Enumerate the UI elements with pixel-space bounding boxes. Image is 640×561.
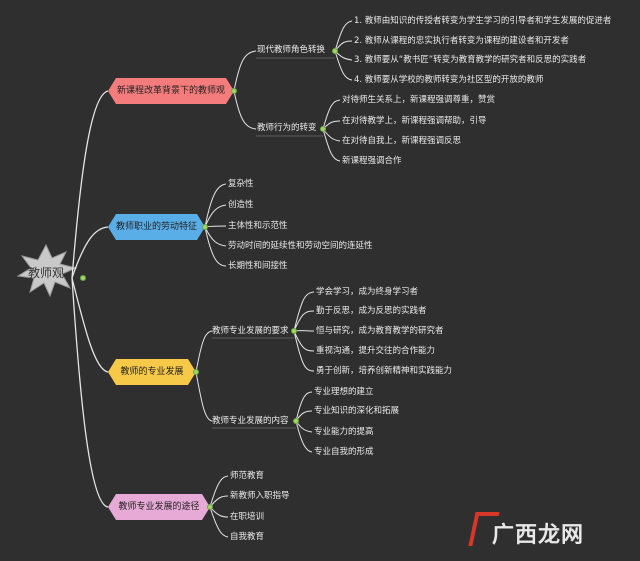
leaf-item[interactable]: 师范教育 [230,471,265,481]
leaf-item[interactable]: 在对待自我上，新课程强调反思 [342,136,462,146]
sub-dot[interactable] [291,328,297,334]
leaf-item[interactable]: 学会学习，成为终身学习者 [316,287,419,297]
leaf-item[interactable]: 勇于创新，培养创新精神和实践能力 [316,366,453,376]
sub-topic-role-change[interactable]: 现代教师角色转换 [257,45,326,55]
branch-development-paths[interactable]: 教师专业发展的途径 [108,494,210,520]
sub-topic-behavior-change[interactable]: 教师行为的转变 [257,123,317,133]
leaf-item[interactable]: 长期性和间接性 [228,261,288,271]
leaf-item[interactable]: 1. 教师由知识的传授者转变为学生学习的引导者和学生发展的促进者 [354,16,612,26]
branch-professional-development[interactable]: 教师的专业发展 [108,359,196,385]
branch-dot[interactable] [193,369,199,375]
leaf-item[interactable]: 3. 教师要从“教书匠”转变为教育教学的研究者和反思的实践者 [354,55,587,65]
leaf-item[interactable]: 自我教育 [230,532,265,542]
branch-labor-features[interactable]: 教师职业的劳动特征 [108,214,205,240]
leaf-item[interactable]: 创造性 [228,200,254,210]
leaf-item[interactable]: 在对待教学上，新课程强调帮助，引导 [342,116,487,126]
branch-dot[interactable] [202,224,208,230]
root-starburst[interactable] [16,243,78,298]
leaf-item[interactable]: 重视沟通，提升交往的合作能力 [316,346,436,356]
leaf-item[interactable]: 2. 教师从课程的忠实执行者转变为课程的建设者和开发者 [354,36,569,46]
sub-dot[interactable] [332,48,338,54]
sub-topic-content[interactable]: 教师专业发展的内容 [212,416,289,426]
watermark-text: 广西龙网 [492,523,585,548]
leaf-item[interactable]: 专业自我的形成 [314,447,374,457]
leaf-item[interactable]: 专业能力的提高 [314,427,374,437]
leaf-item[interactable]: 专业知识的深化和拓展 [314,406,400,416]
leaf-item[interactable]: 4. 教师要从学校的教师转变为社区型的开放的教师 [354,75,544,85]
leaf-item[interactable]: 复杂性 [228,179,254,189]
root-topic[interactable]: 教师观 [27,266,64,280]
leaf-item[interactable]: 新教师入职指导 [230,491,290,501]
leaf-item[interactable]: 对待师生关系上，新课程强调尊重，赞赏 [342,95,496,105]
leaf-item[interactable]: 恒与研究，成为教育教学的研究者 [316,326,444,336]
root-expand-dot[interactable] [80,275,86,281]
leaf-item[interactable]: 在职培训 [230,512,265,522]
leaf-item[interactable]: 劳动时间的延续性和劳动空间的连延性 [228,241,373,251]
leaf-item[interactable]: 主体性和示范性 [228,221,288,231]
branch-curriculum-reform[interactable]: 新课程改革背景下的教师观 [108,78,234,104]
sub-dot[interactable] [320,126,326,132]
sub-dot[interactable] [293,418,299,424]
leaf-item[interactable]: 专业理想的建立 [314,387,374,397]
branch-dot[interactable] [231,88,237,94]
leaf-item[interactable]: 新课程强调合作 [342,156,402,166]
leaf-item[interactable]: 勤于反思，成为反思的实践者 [316,306,427,316]
sub-topic-requirements[interactable]: 教师专业发展的要求 [212,326,289,336]
branch-dot[interactable] [207,504,213,510]
